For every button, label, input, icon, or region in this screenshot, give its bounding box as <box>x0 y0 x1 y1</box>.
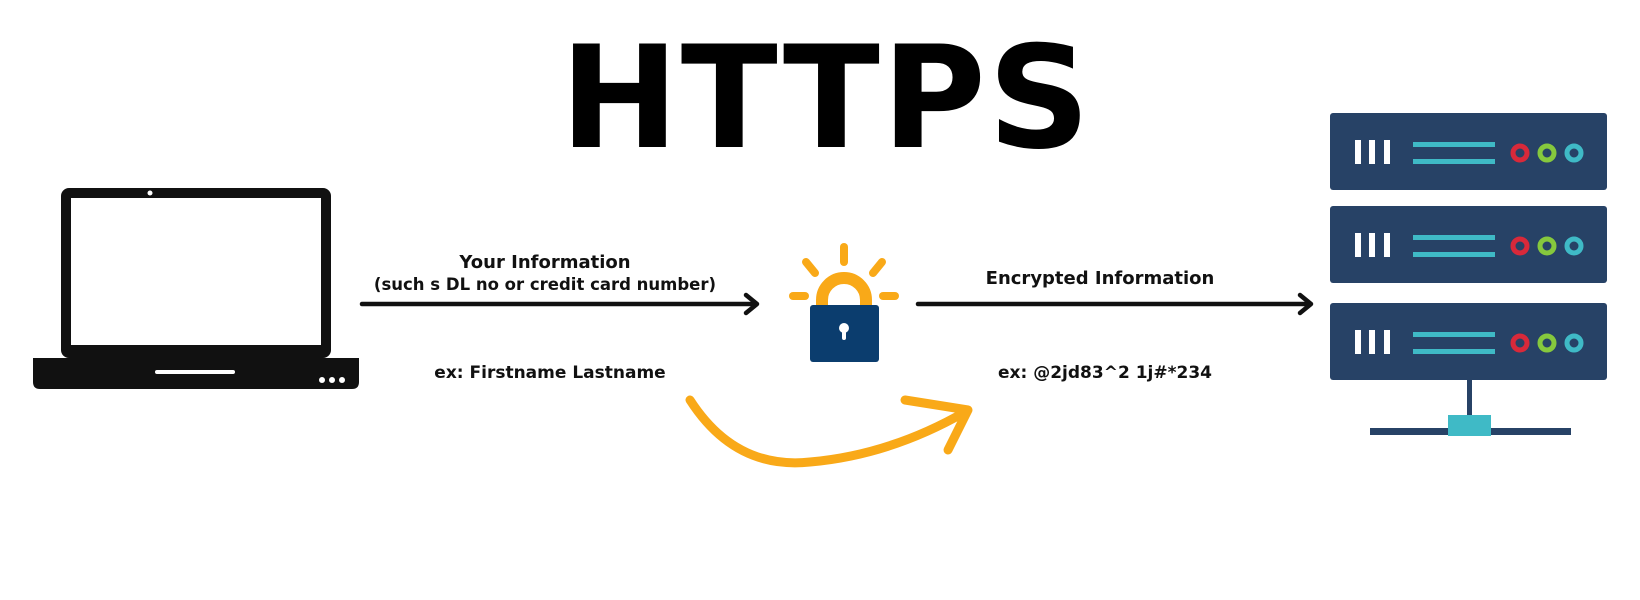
diagram-title: HTTPS <box>560 16 1093 181</box>
plaintext-example: ex: Firstname Lastname <box>434 363 666 383</box>
arrow-to-lock <box>359 292 760 316</box>
encrypted-information-label: Encrypted Information <box>985 268 1215 289</box>
arrow-to-server <box>915 292 1314 316</box>
your-information-sublabel: (such s DL no or credit card number) <box>373 275 717 294</box>
your-information-label: Your Information <box>459 252 631 273</box>
curved-arrow-icon <box>685 395 973 468</box>
ciphertext-example: ex: @2jd83^2 1j#*234 <box>998 363 1212 383</box>
